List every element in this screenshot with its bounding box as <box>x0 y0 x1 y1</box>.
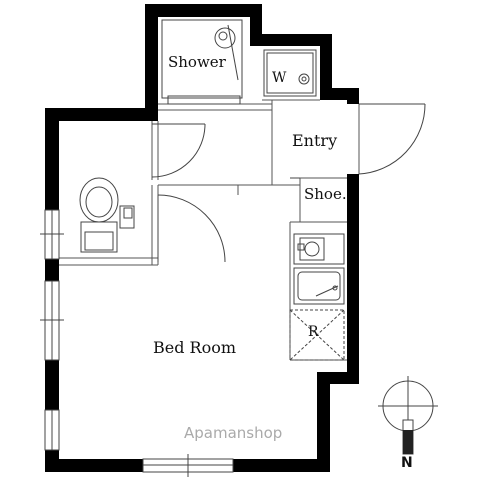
windows <box>40 209 234 477</box>
shower-fixtures <box>161 19 243 105</box>
kitchen-fixtures <box>289 233 345 361</box>
label-shower: Shower <box>168 53 226 71</box>
watermark-apamanshop: Apamanshop <box>184 424 283 442</box>
doors <box>151 103 426 263</box>
label-bedroom: Bed Room <box>153 338 237 357</box>
compass <box>378 376 438 455</box>
compass-north-label: N <box>401 455 413 471</box>
washer <box>263 49 317 97</box>
label-entry: Entry <box>292 131 338 150</box>
toilet <box>79 177 135 253</box>
exterior-walls <box>45 4 359 472</box>
label-shoe: Shoe. <box>304 185 347 203</box>
label-fridge: R <box>308 324 319 340</box>
label-washer: W <box>272 70 287 86</box>
